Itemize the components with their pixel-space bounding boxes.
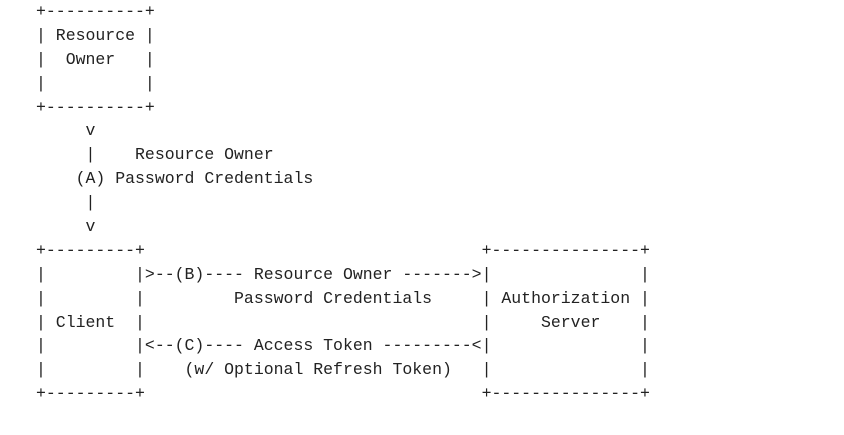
client-and-server-box-top: +---------+ +---------------+: [36, 240, 650, 260]
resource-owner-box-top: +----------+: [36, 2, 155, 21]
flow-a-arrow-head-top: v: [36, 121, 96, 141]
client-and-server-box-bottom: +---------+ +---------------+: [36, 384, 650, 404]
flow-b-label-and-server-label-1: | | Password Credentials | Authorization…: [36, 288, 650, 308]
flow-a-label-line-1: | Resource Owner: [36, 145, 274, 165]
flow-b-arrow-line: | |>--(B)---- Resource Owner ------->| |: [36, 264, 650, 284]
resource-owner-box-bottom: +----------+: [36, 97, 155, 117]
resource-owner-label-line-1: | Resource |: [36, 25, 155, 45]
flow-c-label-line: | | (w/ Optional Refresh Token) | |: [36, 360, 650, 380]
flow-c-arrow-line: | |<--(C)---- Access Token ---------<| |: [36, 336, 650, 356]
flow-a-label-line-2: (A) Password Credentials: [36, 169, 314, 189]
password-grant-flow-diagram: +----------+ | Resource | | Owner | | | +---…: [36, 0, 650, 406]
flow-a-arrow-head-bottom: v: [36, 217, 96, 237]
flow-a-arrow-shaft: |: [36, 193, 96, 213]
resource-owner-box-spacer: | |: [36, 73, 155, 93]
resource-owner-label-line-2: | Owner |: [36, 49, 155, 69]
client-label-and-server-label-2: | Client | | Server |: [36, 312, 650, 332]
